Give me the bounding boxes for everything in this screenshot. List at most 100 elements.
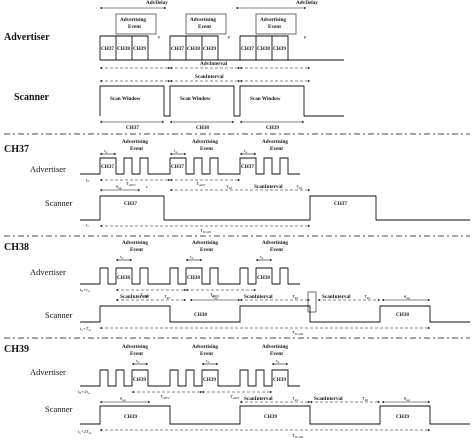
ch37-tadv-sub-1: ADV bbox=[128, 183, 137, 187]
ch38-theta-2: θap bbox=[404, 294, 410, 300]
ch39-box-2: CH39 bbox=[203, 377, 216, 383]
ch37-box-3: CH37 bbox=[241, 164, 254, 170]
ch39-t0-sub: 0 bbox=[79, 391, 81, 395]
ch38-tint-3: Tint bbox=[364, 294, 371, 300]
ch37-tau-sub-3: a bbox=[246, 150, 248, 154]
ch39-ts-sym: t bbox=[78, 429, 80, 434]
ch38-scan-interval-1: ScanInterval bbox=[120, 294, 149, 300]
ch39-tadv-sym-2: T bbox=[230, 394, 233, 399]
ch38-adv-event-3b: Event bbox=[270, 247, 283, 253]
ch39-scanner-box-2: CH39 bbox=[264, 414, 277, 420]
ch39-ts-plus: +2T bbox=[81, 429, 89, 434]
adv-event-text-3b: Event bbox=[268, 24, 281, 30]
ch38-theta-sub-1: ap bbox=[214, 296, 218, 300]
ch38-scanner-label: Scanner bbox=[45, 310, 73, 320]
ch38-ts-sub: s bbox=[81, 328, 83, 332]
ch37-adv-event-2b: Event bbox=[200, 146, 213, 152]
ch37-scanner-box-1: CH37 bbox=[124, 201, 137, 207]
ch39-theta-sub-2: ap bbox=[406, 398, 410, 402]
ch37-tau-sub-2: a bbox=[176, 150, 178, 154]
ch37-adv-event-1a: Advertising bbox=[122, 139, 148, 145]
pulse-ch38-2: CH38 bbox=[187, 46, 200, 52]
ch-pulses-1 bbox=[99, 35, 149, 60]
adv-delay-label-1: AdvDelay bbox=[146, 0, 168, 6]
ch37-tint-1: Tint bbox=[226, 184, 233, 190]
ch38-tint-sym-2: T bbox=[292, 294, 295, 299]
ch39-tint-1: Tint bbox=[292, 396, 299, 402]
ch37-advertiser-label: Advertiser bbox=[30, 164, 66, 174]
ch37-tau-3: τa bbox=[244, 148, 248, 154]
ch37-title: CH37 bbox=[4, 144, 29, 155]
ch37-box-2: CH37 bbox=[171, 164, 184, 170]
pulse-ch37-1: CH37 bbox=[101, 46, 114, 52]
ch38-adv-event-2a: Advertising bbox=[192, 240, 218, 246]
ch37-tint-sub-1: int bbox=[229, 186, 234, 190]
ch38-tau-sub-2: a bbox=[192, 256, 194, 260]
ch38-box-2: CH38 bbox=[187, 275, 200, 281]
ch38-tau-3: τa bbox=[260, 254, 264, 260]
adv-event-box-1 bbox=[115, 13, 157, 35]
advertising-event-3: Advertising Event CH37 CH38 CH39 μ bbox=[239, 13, 307, 60]
ch38-ts-sym: t bbox=[80, 326, 82, 331]
ch38-tau-sym-3: τ bbox=[260, 254, 262, 259]
ch39-tscan: TSCAN bbox=[292, 433, 304, 439]
ch37-adv-event-2a: Advertising bbox=[192, 139, 218, 145]
ch38-tint-2: Tint bbox=[292, 294, 299, 300]
ch37-theta-sym: θ bbox=[116, 184, 119, 189]
ch39-tau-sym-1: τ bbox=[136, 358, 138, 363]
ch39-adv-event-1b: Event bbox=[130, 351, 143, 357]
ch39-advertiser-timeline bbox=[80, 369, 300, 387]
ch38-theta-sub-2: ap bbox=[406, 296, 410, 300]
ch37-t0: t0 bbox=[86, 177, 89, 183]
adv-event-text-3a: Advertising bbox=[260, 17, 286, 23]
ch39-tau-sub-3: a bbox=[278, 360, 280, 364]
adv-interval-label: AdvInterval bbox=[200, 61, 228, 67]
ch39-scanner-box-1: CH39 bbox=[124, 414, 137, 420]
ch39-theta-1: θap bbox=[120, 396, 126, 402]
ch38-tau-1: τa bbox=[120, 254, 124, 260]
ch39-ts-plus-sub: ss bbox=[89, 431, 92, 435]
ch38-tau-sym-2: τ bbox=[190, 254, 192, 259]
delta-mark-2: μ bbox=[228, 34, 231, 39]
ch39-tau-sym-3: τ bbox=[276, 358, 278, 363]
pulse-ch38-1: CH38 bbox=[117, 46, 130, 52]
ch39-adv-event-3a: Advertising bbox=[262, 344, 288, 350]
ch37-ts: ts bbox=[86, 222, 89, 228]
ch39-theta-sub-1: ap bbox=[122, 398, 126, 402]
adv-delay-label-2: AdvDelay bbox=[296, 0, 318, 6]
ch38-tadv-sub-2: ADV bbox=[212, 294, 221, 298]
ch38-scan-interval-2: ScanInterval bbox=[244, 294, 273, 300]
ch38-t0: t0+τa bbox=[80, 287, 90, 293]
scan-ch37: CH37 bbox=[126, 125, 139, 131]
ch38-scanner-timeline bbox=[80, 305, 470, 323]
ch37-advertiser-timeline bbox=[80, 157, 300, 175]
ch37-tadv-sym-1: T bbox=[126, 181, 129, 186]
ch37-tscan: TSCAN bbox=[200, 228, 212, 234]
ch38-scanner-box-2: CH38 bbox=[396, 312, 409, 318]
ch37-tadv-1: TADV bbox=[126, 181, 136, 187]
ch38-tadv-1: TADV bbox=[140, 292, 150, 298]
scan-ch39: CH39 bbox=[266, 125, 279, 131]
ch38-tau-sub-3: a bbox=[262, 256, 264, 260]
ch39-tint-sym-1: T bbox=[292, 396, 295, 401]
ch39-tau-sym-2: τ bbox=[206, 358, 208, 363]
advertising-event-2: Advertising Event CH37 CH38 CH39 μ bbox=[169, 13, 231, 60]
ch38-tscan: TSCAN bbox=[292, 330, 304, 336]
ch39-adv-event-1a: Advertising bbox=[122, 344, 148, 350]
ch37-tscan-sym: T bbox=[200, 228, 203, 233]
ch39-tadv-sym-1: T bbox=[160, 394, 163, 399]
ch38-tint-sub-1: int bbox=[167, 296, 172, 300]
ch38-t0-plus-sub: a bbox=[88, 289, 90, 293]
ch37-tau-sym-3: τ bbox=[244, 148, 246, 153]
ch39-tscan-sym: T bbox=[292, 433, 295, 438]
ch38-theta-1: θap bbox=[212, 294, 218, 300]
ch38-adv-event-1a: Advertising bbox=[122, 240, 148, 246]
delta-mark-3: μ bbox=[304, 34, 307, 39]
ch39-tau-1: τa bbox=[136, 358, 140, 364]
ch39-theta-sym-1: θ bbox=[120, 396, 123, 401]
pulse-ch39-2: CH39 bbox=[203, 46, 216, 52]
ch38-highlight-box bbox=[307, 291, 317, 313]
ch38-tint-1: Tint bbox=[164, 294, 171, 300]
ch37-epsilon: ε bbox=[146, 184, 148, 189]
ch39-adv-event-2a: Advertising bbox=[192, 344, 218, 350]
